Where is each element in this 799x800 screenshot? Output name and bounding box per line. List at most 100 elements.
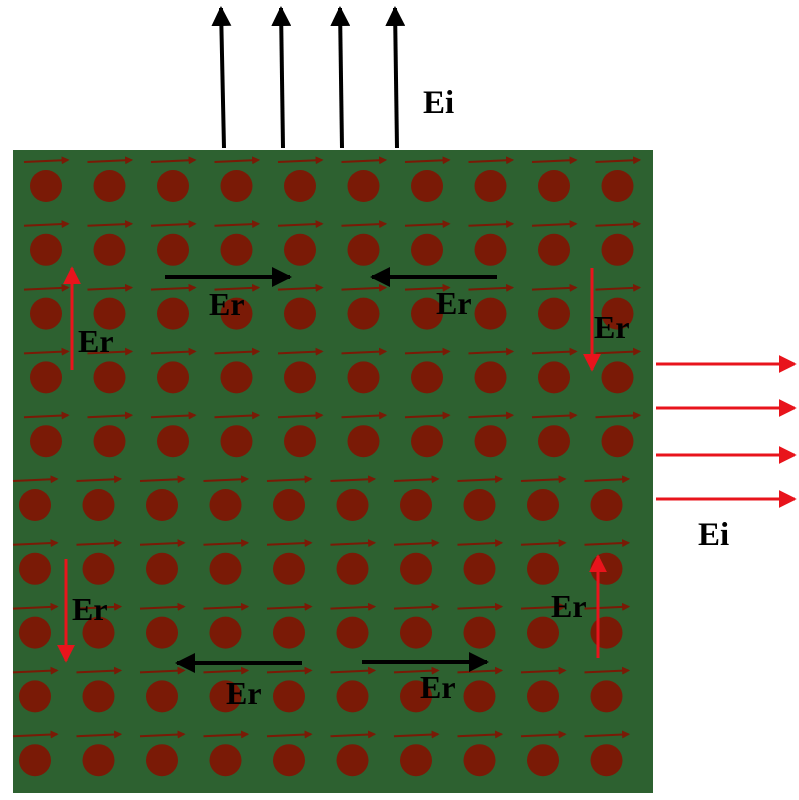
polarized-atom [584,730,631,777]
dipole-arrow [520,475,567,484]
atom-circle [411,297,443,330]
dipole-arrow [595,411,642,420]
atom-circle [209,616,242,649]
polarized-atom [330,666,377,713]
atom-circle [82,616,115,649]
reaction-field-arrows [57,266,607,673]
dipole-arrow [531,411,578,420]
atom-circle [400,489,432,521]
polarized-atom [330,539,377,585]
polarized-atom [404,220,451,266]
dipole-arrow [595,220,642,229]
dipole-arrow [203,602,250,611]
reaction-field-label: Er [551,588,587,624]
polarized-atom [76,602,123,649]
reaction-field-labels: Er Er Er Er Er Er Er Er [72,285,630,711]
dipole-arrow [457,602,504,611]
dipole-arrow [584,539,631,548]
incident-field-label-right: Ei [698,517,729,553]
atom-circle [601,297,634,330]
dipole-arrow [520,602,567,611]
atom-circle [284,425,316,458]
dipole-arrow [330,730,377,739]
polarized-atom [457,602,504,649]
dipole-arrow [531,283,578,292]
polarized-atom [341,347,388,394]
atom-circle [590,489,623,521]
atom-circle [82,552,115,585]
polarized-atom [203,539,250,585]
reaction-field-label: Er [78,323,114,359]
dipole-arrow [393,730,440,739]
atom-circle [220,297,253,330]
dipole-arrow [341,156,388,165]
polarized-atom [468,156,515,202]
polarized-atom [341,411,388,458]
dipole-arrow [76,475,123,484]
dipole-arrow [330,666,377,675]
polarized-atom [393,666,440,713]
dipole-arrow [404,283,451,292]
reaction-field-label: Er [436,285,472,321]
dipole-arrow [531,156,578,165]
polarized-atom [468,411,515,458]
atom-circle [601,170,634,202]
polarized-atom [531,411,578,458]
atom-circle [157,297,189,330]
atom-circle [19,744,51,777]
polarized-atom [214,156,261,202]
atom-circle [209,744,242,777]
incident-field-label-top: Ei [423,85,454,121]
atom-circle [146,489,178,521]
atom-circle [220,170,253,202]
polarized-atom [595,283,642,330]
dipole-arrow [266,539,313,548]
reaction-field-label: Er [72,591,108,627]
atom-circle [19,552,51,585]
dipole-arrow [139,475,186,484]
polarized-atom [595,156,642,202]
atom-circle [336,489,369,521]
dipole-arrow [266,666,313,675]
atom-circle [336,744,369,777]
dipole-arrow [150,347,197,356]
atom-circle [146,744,178,777]
polarized-atom [595,411,642,458]
polarized-atom [150,347,197,394]
atom-circle [157,233,189,266]
dipole-arrow [150,411,197,420]
atom-circle [538,361,570,394]
atom-circle [273,616,305,649]
dipole-arrow [584,730,631,739]
atom-circle [527,489,559,521]
polarized-atom [23,411,70,458]
atom-circle [30,361,62,394]
dipole-arrow [266,475,313,484]
incident-arrow-up [330,6,351,149]
dipole-arrow [139,730,186,739]
polarized-atom [341,283,388,330]
polarized-atom [404,411,451,458]
dipole-arrow [404,220,451,229]
dipole-arrow [203,475,250,484]
dipole-arrow [520,666,567,675]
atom-circle [474,297,507,330]
polarized-atom [12,666,59,713]
atom-circle [157,361,189,394]
atom-circle [284,361,316,394]
polarized-atom [468,283,515,330]
polarized-atom [266,602,313,649]
atom-circle [30,233,62,266]
atom-lattice [12,156,642,777]
polarized-atom [520,730,567,777]
atom-circle [527,552,559,585]
polarized-atom [87,220,134,266]
dipole-arrow [139,539,186,548]
atom-circle [273,552,305,585]
incident-arrow-up [271,6,292,149]
dipole-arrow [214,283,261,292]
dipole-arrow [341,411,388,420]
polarized-atom [12,475,59,521]
atom-circle [30,170,62,202]
